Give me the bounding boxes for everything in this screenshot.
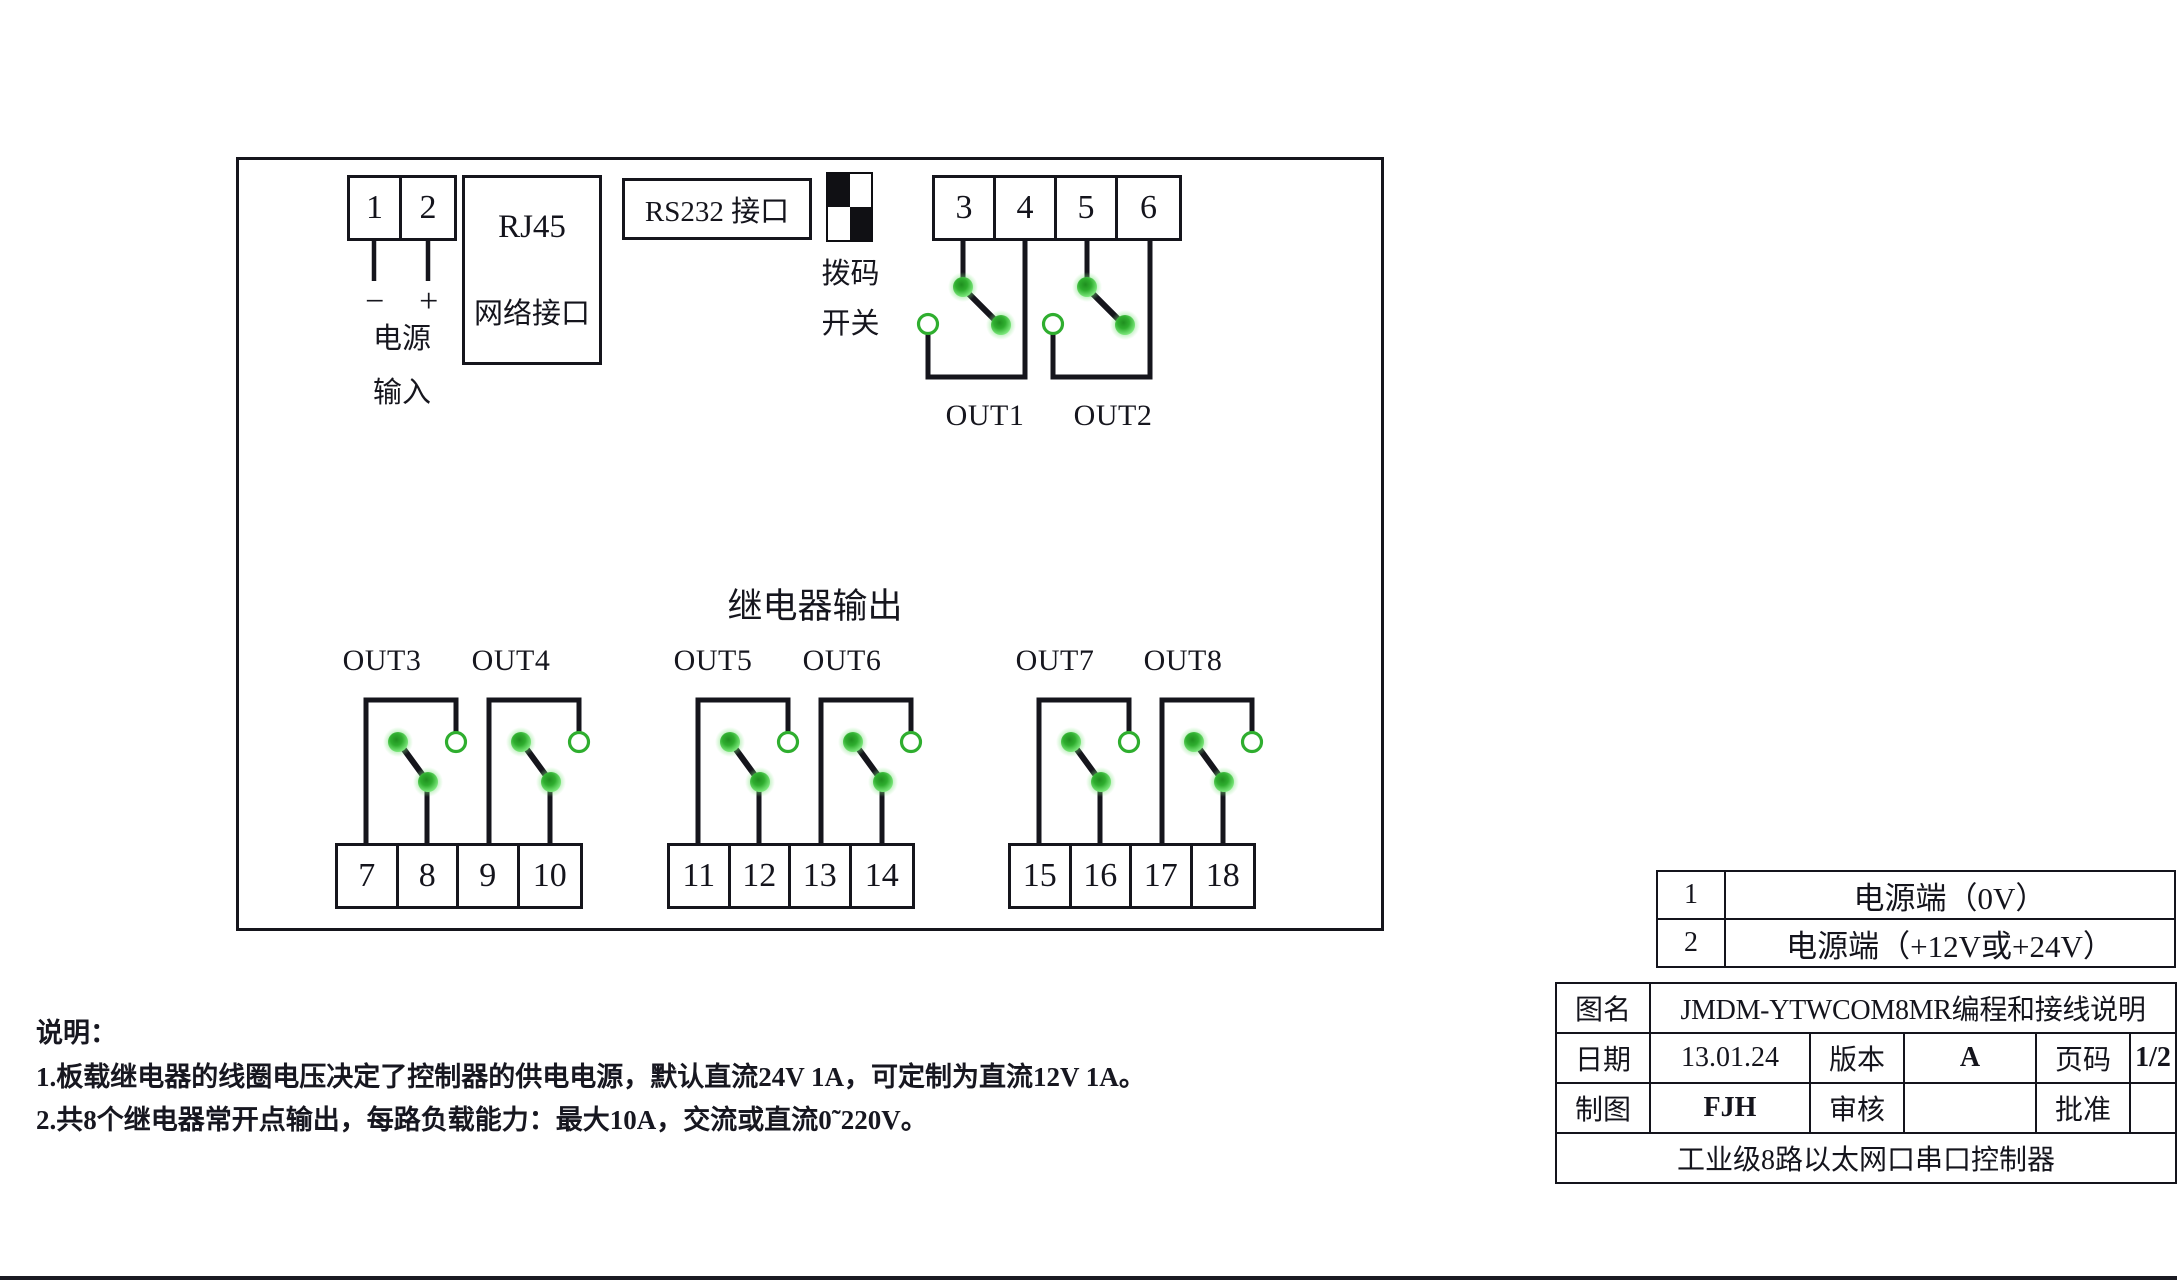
relay-terminal-strip-top: 3 4 5 6 — [932, 175, 1182, 241]
dip-switch-label-line1: 拨码 — [821, 258, 880, 290]
page-value: 1/2 — [2129, 1032, 2177, 1084]
terminal-11[interactable]: 11 — [670, 846, 731, 906]
terminal-2[interactable]: 2 — [419, 189, 437, 226]
version-label: 版本 — [1809, 1032, 1905, 1084]
relay-label-out6: OUT6 — [802, 644, 882, 677]
terminal-18[interactable]: 18 — [1205, 857, 1240, 894]
drawn-value: FJH — [1649, 1082, 1811, 1134]
table-row: 2 电源端（+12V或+24V） — [1656, 918, 2176, 968]
rs232-label: RS232 接口 — [644, 196, 790, 228]
relay-label-out1: OUT1 — [945, 399, 1025, 432]
note-item-1: 1.板载继电器的线圈电压决定了控制器的供电电源，默认直流24V 1A，可定制为直… — [36, 1061, 1146, 1092]
pin-desc-2: 电源端（+12V或+24V） — [1724, 918, 2176, 968]
terminal-14[interactable]: 14 — [864, 857, 899, 894]
relay-label-out2: OUT2 — [1073, 399, 1153, 432]
terminal-13[interactable]: 13 — [791, 846, 852, 906]
note-item-2: 2.共8个继电器常开点输出，每路负载能力：最大10A，交流或直流0˜220V。 — [36, 1105, 928, 1136]
relay-label-out5: OUT5 — [673, 644, 753, 677]
power-pin-table: 1 电源端（0V） 2 电源端（+12V或+24V） — [1656, 870, 2176, 968]
terminal-9[interactable]: 9 — [459, 846, 520, 906]
rs232-port-box[interactable]: RS232 接口 — [622, 178, 812, 240]
dip-cell-4[interactable] — [849, 207, 871, 240]
relay-label-out8: OUT8 — [1143, 644, 1223, 677]
terminal-1[interactable]: 1 — [350, 178, 403, 238]
terminal-12[interactable]: 12 — [731, 846, 791, 906]
power-input-label-line2: 输入 — [372, 377, 431, 409]
pin-index-2: 2 — [1656, 918, 1726, 968]
dip-cell-2[interactable] — [849, 174, 871, 207]
dip-switch-label-line2: 开关 — [821, 308, 880, 340]
version-value: A — [1903, 1032, 2037, 1084]
rj45-title: RJ45 — [498, 208, 566, 245]
power-terminal-strip: 1 2 — [347, 175, 457, 241]
power-minus-label: − — [365, 283, 385, 320]
date-label: 日期 — [1555, 1032, 1651, 1084]
drawing-name-label: 图名 — [1555, 982, 1651, 1034]
checked-label: 审核 — [1809, 1082, 1905, 1134]
title-block-row-date: 日期 13.01.24 版本 A 页码 1/2 — [1555, 1032, 2177, 1084]
terminal-17[interactable]: 17 — [1132, 846, 1193, 906]
terminal-7[interactable]: 7 — [338, 846, 399, 906]
checked-value — [1903, 1082, 2037, 1134]
title-block-row-drawn: 制图 FJH 审核 批准 — [1555, 1082, 2177, 1134]
notes-block: 说明： 1.板载继电器的线圈电压决定了控制器的供电电源，默认直流24V 1A，可… — [36, 1012, 1146, 1143]
dip-cell-1[interactable] — [828, 174, 850, 207]
rj45-port-box[interactable]: RJ45 网络接口 — [462, 175, 602, 365]
product-title: 工业级8路以太网口串口控制器 — [1555, 1132, 2177, 1184]
terminal-16[interactable]: 16 — [1072, 846, 1132, 906]
dip-cell-3[interactable] — [828, 207, 850, 240]
terminal-5[interactable]: 5 — [1057, 178, 1119, 238]
relay-label-out4: OUT4 — [471, 644, 551, 677]
title-block: 图名 JMDM-YTWCOM8MR编程和接线说明 日期 13.01.24 版本 … — [1555, 982, 2177, 1184]
terminal-6[interactable]: 6 — [1140, 189, 1158, 226]
power-plus-label: + — [419, 283, 439, 320]
table-row: 1 电源端（0V） — [1656, 870, 2176, 920]
notes-heading: 说明： — [36, 1018, 117, 1048]
rj45-subtitle: 网络接口 — [473, 297, 590, 330]
relay-terminal-strip-11-14: 11 12 13 14 — [667, 843, 915, 909]
page-label: 页码 — [2035, 1032, 2131, 1084]
drawn-label: 制图 — [1555, 1082, 1651, 1134]
relay-label-out7: OUT7 — [1015, 644, 1095, 677]
power-input-label-line1: 电源 — [372, 323, 431, 355]
title-block-row-product: 工业级8路以太网口串口控制器 — [1555, 1132, 2177, 1184]
approved-label: 批准 — [2035, 1082, 2131, 1134]
pin-index-1: 1 — [1656, 870, 1726, 920]
approved-value — [2129, 1082, 2177, 1134]
dip-switch-icon[interactable] — [826, 172, 873, 242]
terminal-8[interactable]: 8 — [399, 846, 459, 906]
pin-desc-1: 电源端（0V） — [1724, 870, 2176, 920]
terminal-15[interactable]: 15 — [1011, 846, 1072, 906]
date-value: 13.01.24 — [1649, 1032, 1811, 1084]
relay-output-section-title: 继电器输出 — [727, 587, 903, 626]
terminal-3[interactable]: 3 — [935, 178, 997, 238]
terminal-10[interactable]: 10 — [532, 857, 567, 894]
drawing-name-value: JMDM-YTWCOM8MR编程和接线说明 — [1649, 982, 2177, 1034]
terminal-4[interactable]: 4 — [996, 178, 1058, 238]
title-block-row-name: 图名 JMDM-YTWCOM8MR编程和接线说明 — [1555, 982, 2177, 1034]
relay-terminal-strip-15-18: 15 16 17 18 — [1008, 843, 1256, 909]
relay-terminal-strip-7-10: 7 8 9 10 — [335, 843, 583, 909]
relay-label-out3: OUT3 — [342, 644, 422, 677]
